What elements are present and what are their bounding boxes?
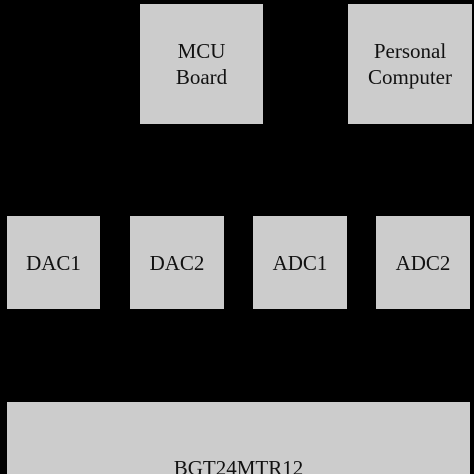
- bgt24mtr12-label: BGT24MTR12: [173, 456, 304, 474]
- adc2-block: ADC2: [376, 216, 470, 309]
- personal-computer-label-line1: Personal: [373, 39, 447, 63]
- mcu-board-label-line2: Board: [175, 65, 228, 89]
- adc1-block: ADC1: [253, 216, 347, 309]
- dac1-label: DAC1: [26, 250, 81, 275]
- adc1-label: ADC1: [272, 250, 328, 275]
- bgt24mtr12-block: BGT24MTR12: [7, 402, 470, 474]
- mcu-board-label-line1: MCU: [177, 39, 226, 63]
- dac2-label: DAC2: [149, 250, 205, 275]
- dac1-block: DAC1: [7, 216, 100, 309]
- mcu-board-block: MCU Board: [140, 4, 263, 124]
- personal-computer-block: Personal Computer: [348, 4, 472, 124]
- dac2-block: DAC2: [130, 216, 224, 309]
- adc2-label: ADC2: [395, 250, 451, 275]
- personal-computer-label-line2: Computer: [368, 65, 452, 89]
